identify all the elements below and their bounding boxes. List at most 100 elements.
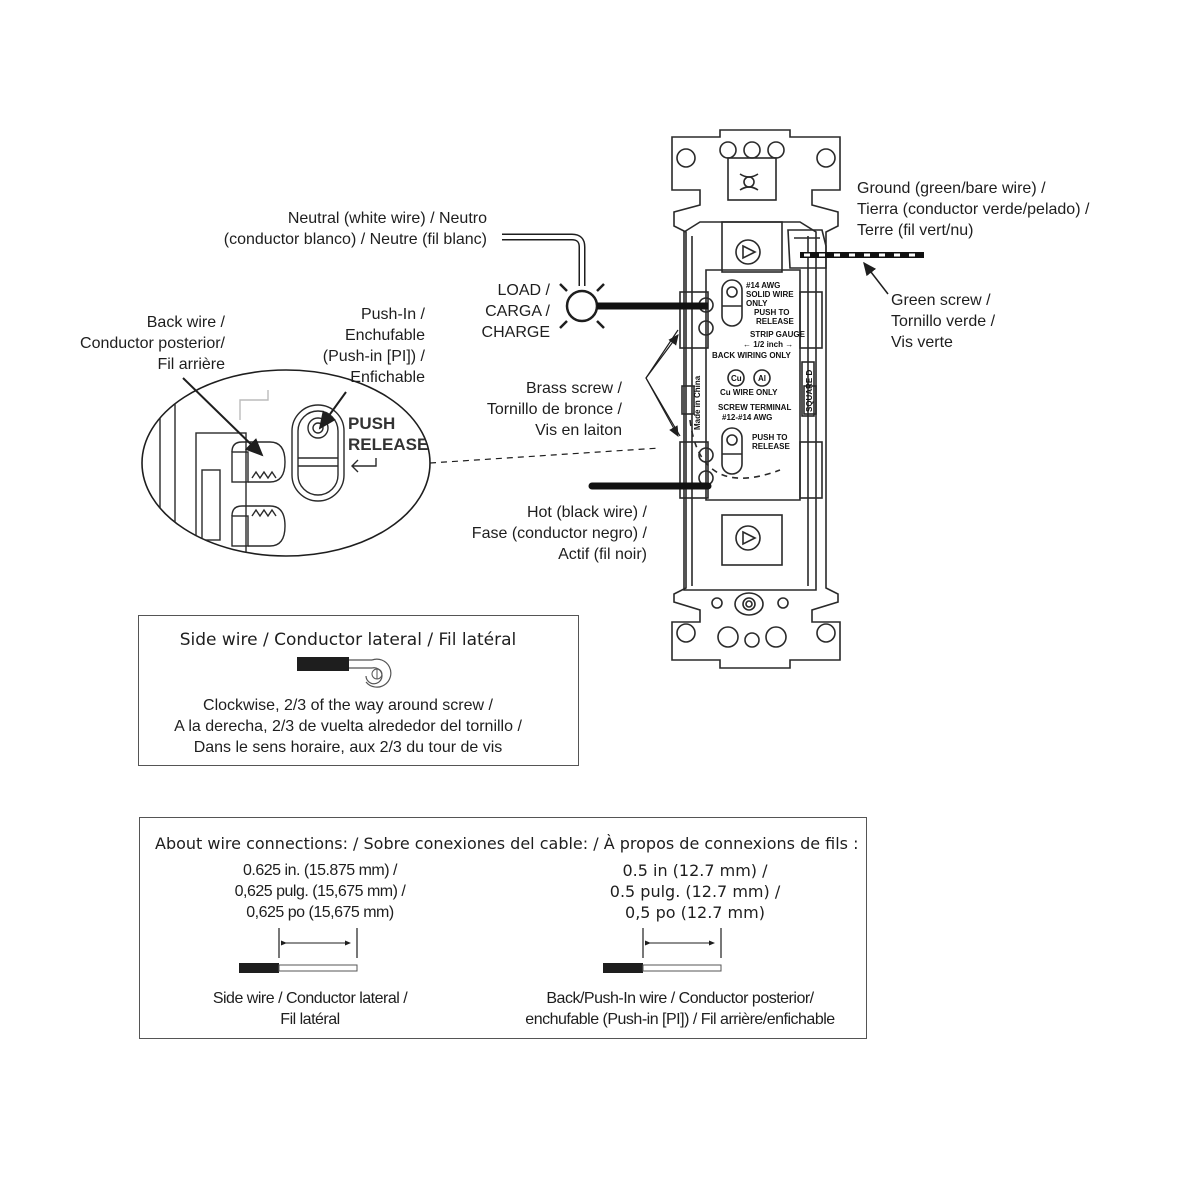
brass-screw-leader (645, 329, 681, 437)
detail-release-slot (291, 404, 345, 502)
side-strip-measure-line: 0,625 pulg. (15,675 mm) / (234, 883, 406, 900)
svg-text:SQUARE D: SQUARE D (805, 370, 814, 412)
strap-hole-top-right (816, 148, 836, 168)
side-wire-instruction-line: Clockwise, 2/3 of the way around screw / (203, 697, 493, 714)
ground-label-line: Terre (fil vert/nu) (857, 222, 974, 239)
back-strip-caption-line: enchufable (Push-in [PI]) / Fil arrière/… (525, 1011, 835, 1028)
push-in-label: Push-In / Enchufable (Push-in [PI]) / En… (323, 304, 425, 388)
green-screw-arrow (863, 261, 889, 295)
green-screw-label-line: Tornillo verde / (891, 313, 996, 330)
top-mount-tab (727, 157, 777, 201)
strap-hole-bottom-left (676, 623, 696, 643)
strap-hole-top-left (676, 148, 696, 168)
svg-text:STRIP GAUGE: STRIP GAUGE (750, 330, 806, 339)
back-wire-arrow (182, 377, 264, 457)
svg-text:SOLID WIRE: SOLID WIRE (746, 290, 794, 299)
neutral-label: Neutral (white wire) / Neutro (conductor… (224, 208, 487, 250)
detail-ellipse: PUSH RELEASE (141, 369, 431, 557)
back-wire-label-line: Fil arrière (157, 356, 225, 373)
face-triangle-top (735, 239, 761, 265)
device-markings: #14 AWG SOLID WIRE ONLY PUSH TO RELEASE … (693, 281, 814, 451)
side-wire-box (138, 615, 579, 766)
receptacle-device (671, 129, 841, 669)
ground-label-line: Tierra (conductor verde/pelado) / (857, 201, 1090, 218)
brass-screw-label: Brass screw / Tornillo de bronce / Vis e… (487, 378, 622, 441)
terminal-block-top-left (679, 291, 709, 349)
svg-text:Cu: Cu (731, 374, 742, 383)
svg-text:Al: Al (758, 374, 766, 383)
side-strip-measure-line: 0,625 po (15,675 mm) (246, 904, 394, 921)
neutral-label-line: Neutral (white wire) / Neutro (287, 210, 487, 227)
push-in-label-line: Enchufable (344, 327, 425, 344)
side-strip-measure-line: 0.625 in. (15.875 mm) / (243, 862, 397, 879)
push-in-label-line: (Push-in [PI]) / (322, 348, 425, 365)
back-wire-label: Back wire / Conductor posterior/ Fil arr… (80, 312, 225, 375)
svg-text:ONLY: ONLY (746, 299, 768, 308)
detail-callout-line (429, 447, 661, 464)
svg-text:← 1/2 inch →: ← 1/2 inch → (743, 340, 793, 349)
side-wire-title: Side wire / Conductor lateral / Fil laté… (179, 630, 517, 650)
load-label-line: CHARGE (481, 324, 550, 341)
svg-text:RELEASE: RELEASE (756, 317, 794, 326)
brass-screw-label-line: Brass screw / (525, 380, 622, 397)
brass-screw-label-line: Vis en laiton (535, 422, 622, 439)
neutral-wire (502, 233, 586, 286)
strip-gauge-back (603, 928, 722, 973)
load-lamp-symbol (559, 283, 605, 329)
green-screw-label-line: Vis verte (891, 334, 953, 351)
side-strip-caption: Side wire / Conductor lateral / Fil laté… (180, 988, 440, 1030)
brass-screw-arrow-bottom (645, 377, 679, 438)
side-strip-measure: 0.625 in. (15.875 mm) / 0,625 pulg. (15,… (200, 860, 440, 923)
svg-text:SCREW TERMINAL: SCREW TERMINAL (718, 403, 791, 412)
back-wire-label-line: Back wire / (146, 314, 225, 331)
back-strip-caption-line: Back/Push-In wire / Conductor posterior/ (546, 990, 814, 1007)
svg-text:Cu WIRE ONLY: Cu WIRE ONLY (720, 388, 778, 397)
wire-connections-title: About wire connections: / Sobre conexion… (155, 834, 859, 853)
mounting-strap (671, 129, 841, 669)
terminal-block-top-right (799, 291, 823, 349)
brand-plate (801, 361, 815, 417)
side-strip-caption-line: Fil latéral (280, 1011, 340, 1028)
push-in-arrow (318, 391, 347, 430)
bottom-face (721, 514, 783, 566)
back-strip-measure-line: 0,5 po (12.7 mm) (625, 903, 765, 922)
hot-label-line: Fase (conductor negro) / (471, 525, 647, 542)
green-screw-label: Green screw / Tornillo verde / Vis verte (891, 290, 995, 353)
terminal-block-bottom-right (799, 441, 823, 499)
hot-label: Hot (black wire) / Fase (conductor negro… (472, 502, 647, 565)
svg-text:Made in China: Made in China (693, 375, 702, 430)
ground-label: Ground (green/bare wire) / Tierra (condu… (857, 178, 1089, 241)
side-wire-instructions: Clockwise, 2/3 of the way around screw /… (138, 695, 558, 758)
mounting-screw-bottom (734, 592, 764, 616)
svg-text:PUSH TO: PUSH TO (752, 433, 787, 442)
ground-label-line: Ground (green/bare wire) / (857, 180, 1046, 197)
svg-text:#12-#14 AWG: #12-#14 AWG (722, 413, 772, 422)
hot-label-line: Actif (fil noir) (558, 546, 647, 563)
green-screw-label-line: Green screw / (891, 292, 991, 309)
mounting-screw-top (743, 176, 755, 188)
load-label-line: LOAD / (497, 282, 550, 299)
svg-text:PUSH TO: PUSH TO (754, 308, 789, 317)
svg-text:RELEASE: RELEASE (348, 435, 428, 454)
back-wire-label-line: Conductor posterior/ (80, 335, 225, 352)
back-strip-measure-line: 0.5 pulg. (12.7 mm) / (609, 882, 781, 901)
svg-text:#14 AWG: #14 AWG (746, 281, 780, 290)
side-wire-instruction-line: A la derecha, 2/3 de vuelta alrededor de… (174, 718, 522, 735)
strap-hole-bottom-right (816, 623, 836, 643)
side-strip-caption-line: Side wire / Conductor lateral / (212, 990, 408, 1007)
svg-text:BACK WIRING ONLY: BACK WIRING ONLY (712, 351, 791, 360)
push-in-label-line: Push-In / (360, 306, 425, 323)
push-in-label-line: Enfichable (350, 369, 425, 386)
neutral-label-line: (conductor blanco) / Neutre (fil blanc) (223, 231, 487, 248)
green-screw (787, 229, 827, 269)
brass-screw-label-line: Tornillo de bronce / (486, 401, 622, 418)
back-strip-measure-line: 0.5 in (12.7 mm) / (622, 861, 768, 880)
hot-label-line: Hot (black wire) / (526, 504, 647, 521)
back-strip-caption: Back/Push-In wire / Conductor posterior/… (505, 988, 855, 1030)
push-release-slot-bottom (721, 427, 743, 475)
strip-gauge-side (239, 928, 358, 973)
svg-text:RELEASE: RELEASE (752, 442, 790, 451)
wire-connections-box (139, 817, 867, 1039)
face-triangle-bottom (735, 525, 761, 551)
